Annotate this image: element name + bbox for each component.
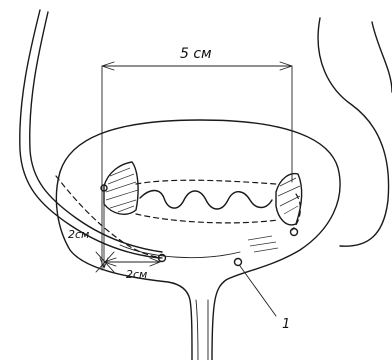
right-anchor-point (291, 229, 298, 236)
tunnel-lower (136, 214, 278, 223)
bottom-distance-label: 2см (126, 268, 147, 281)
pelvic-outline-right (372, 22, 392, 92)
urethra-inner-left (196, 300, 198, 360)
top-distance-label: 5 см (180, 46, 212, 62)
left-vertical-label: 2см (68, 228, 89, 241)
rectum-outline (318, 18, 389, 246)
coiled-wire (140, 191, 272, 210)
lower-right-point (235, 259, 242, 266)
catheter-inner (30, 12, 162, 252)
tunnel-upper (136, 180, 276, 184)
marker-leader-line (240, 266, 276, 316)
marker-number-label: 1 (282, 317, 290, 332)
left-orifice-hatch (106, 168, 138, 212)
right-base-shading (248, 236, 278, 252)
